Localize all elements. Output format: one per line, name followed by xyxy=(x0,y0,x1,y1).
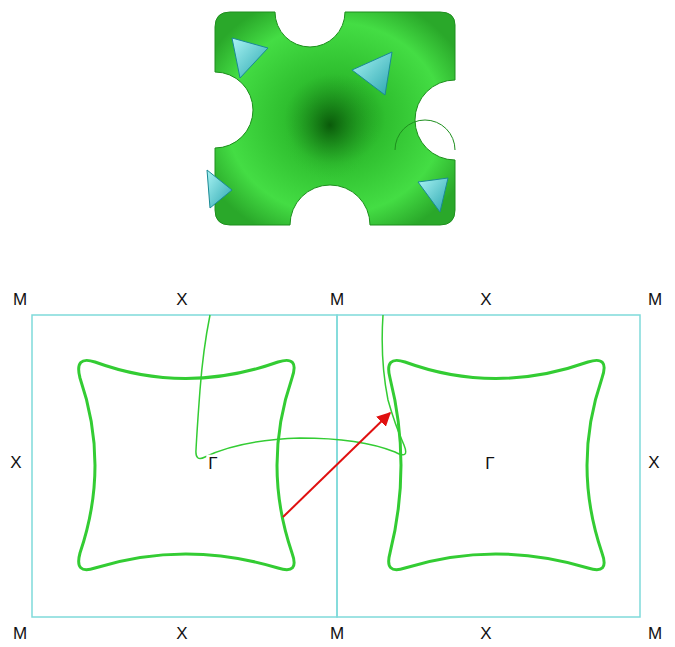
brillouin-zone xyxy=(32,315,640,617)
k-point-label: M xyxy=(328,291,346,310)
k-point-label: M xyxy=(646,291,664,310)
k-point-label: Γ xyxy=(206,455,219,474)
nesting-vector xyxy=(283,413,390,517)
shifted-contour xyxy=(196,315,406,458)
k-point-label: M xyxy=(328,625,346,644)
k-point-label: X xyxy=(478,291,493,310)
k-point-label: M xyxy=(11,625,29,644)
k-point-label: X xyxy=(174,291,189,310)
k-point-label: X xyxy=(646,454,661,473)
k-point-label: Γ xyxy=(483,455,496,474)
k-point-label: M xyxy=(646,625,664,644)
k-point-label: M xyxy=(11,291,29,310)
k-point-label: X xyxy=(8,454,23,473)
k-point-label: X xyxy=(478,625,493,644)
fermi-surface-3d xyxy=(207,12,455,225)
k-point-label: X xyxy=(174,625,189,644)
fermi-contour xyxy=(79,360,604,569)
